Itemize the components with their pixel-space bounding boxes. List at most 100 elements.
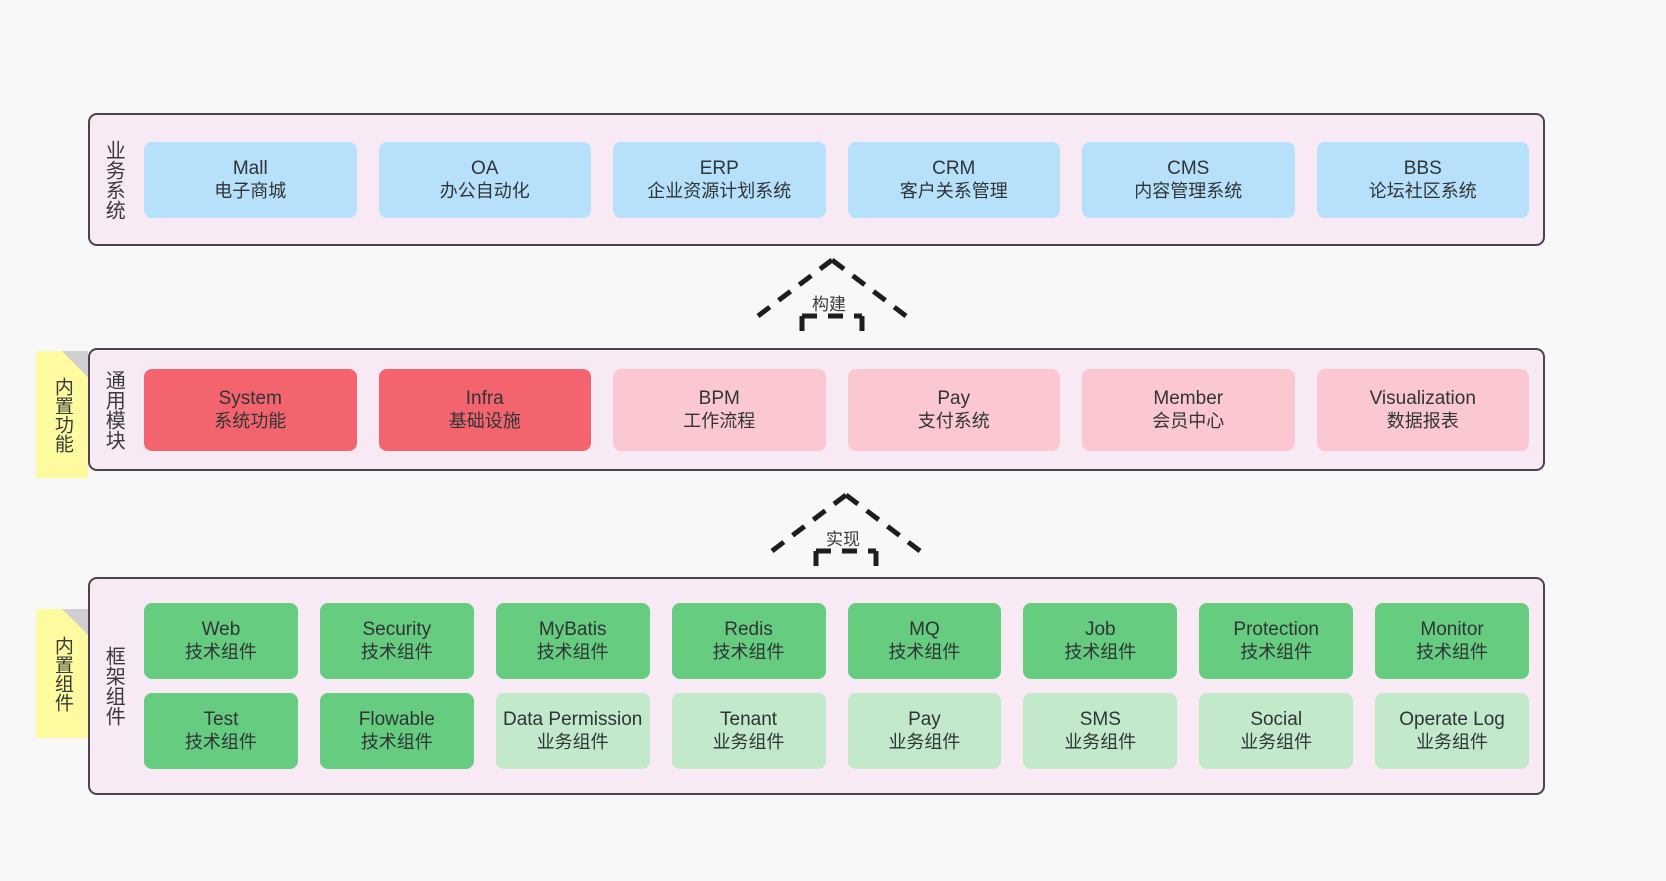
note-fold-corner-icon (62, 609, 88, 635)
node-social[interactable]: Social 业务组件 (1199, 693, 1354, 769)
node-subtitle: 业务组件 (888, 732, 961, 753)
layer-title-framework-component: 框架组件 (102, 646, 125, 726)
node-title: CRM (932, 157, 976, 179)
connector-build-arrow (756, 258, 908, 342)
node-title: Visualization (1369, 387, 1476, 409)
layer-business-system: 业务系统 Mall 电子商城 OA 办公自动化 ERP 企业资源计划系统 CRM… (88, 113, 1545, 246)
node-subtitle: 技术组件 (1240, 642, 1313, 663)
connector-build-label: 构建 (812, 295, 846, 314)
node-job[interactable]: Job 技术组件 (1023, 603, 1178, 679)
node-subtitle: 业务组件 (1064, 732, 1137, 753)
node-mybatis[interactable]: MyBatis 技术组件 (495, 603, 650, 679)
node-test[interactable]: Test 技术组件 (144, 693, 298, 769)
connector-implement-label: 实现 (826, 530, 860, 549)
node-security[interactable]: Security 技术组件 (319, 603, 474, 679)
node-row: Web 技术组件 Security 技术组件 MyBatis 技术组件 Redi… (144, 603, 1529, 679)
node-title: Pay (937, 387, 971, 409)
node-title: MyBatis (538, 619, 607, 641)
node-title: CMS (1167, 157, 1210, 179)
node-subtitle: 业务组件 (536, 732, 609, 753)
node-subtitle: 电子商城 (214, 180, 287, 201)
note-label: 内置功能 (51, 376, 73, 453)
node-subtitle: 技术组件 (1064, 642, 1137, 663)
node-title: BPM (698, 387, 740, 409)
node-cms[interactable]: CMS 内容管理系统 (1082, 141, 1295, 218)
layer-body-framework-component: Web 技术组件 Security 技术组件 MyBatis 技术组件 Redi… (136, 579, 1543, 793)
node-subtitle: 支付系统 (917, 410, 990, 431)
node-subtitle: 技术组件 (1416, 642, 1489, 663)
node-title: Flowable (358, 709, 435, 731)
node-mq[interactable]: MQ 技术组件 (847, 603, 1002, 679)
layer-title-business-system: 业务系统 (102, 139, 125, 220)
node-tenant[interactable]: Tenant 业务组件 (671, 693, 826, 769)
node-operate-log[interactable]: Operate Log 业务组件 (1375, 693, 1529, 769)
node-subtitle: 技术组件 (184, 642, 257, 663)
node-title: SMS (1079, 709, 1121, 731)
node-title: Mall (232, 157, 268, 179)
node-bpm[interactable]: BPM 工作流程 (613, 368, 826, 451)
node-subtitle: 技术组件 (360, 732, 433, 753)
node-mall[interactable]: Mall 电子商城 (144, 141, 357, 218)
node-redis[interactable]: Redis 技术组件 (671, 603, 826, 679)
node-title: System (218, 387, 282, 409)
node-web[interactable]: Web 技术组件 (144, 603, 298, 679)
node-subtitle: 技术组件 (184, 732, 257, 753)
layer-title-common-module: 通用模块 (102, 369, 125, 450)
layer-framework-component: 框架组件 Web 技术组件 Security 技术组件 MyBatis 技术组件… (88, 577, 1545, 795)
node-title: Member (1153, 387, 1224, 409)
node-subtitle: 工作流程 (683, 410, 756, 431)
node-title: BBS (1403, 157, 1442, 179)
note-builtin-component: 内置组件 (36, 609, 88, 738)
node-title: Job (1084, 619, 1116, 641)
node-title: Test (203, 709, 239, 731)
node-title: Social (1250, 709, 1303, 731)
node-system[interactable]: System 系统功能 (144, 368, 357, 451)
node-title: Pay (908, 709, 941, 731)
node-title: Operate Log (1399, 709, 1505, 731)
node-subtitle: 技术组件 (712, 642, 785, 663)
node-subtitle: 技术组件 (536, 642, 609, 663)
node-title: Data Permission (502, 709, 643, 731)
node-erp[interactable]: ERP 企业资源计划系统 (613, 141, 826, 218)
node-subtitle: 论坛社区系统 (1368, 180, 1477, 201)
layer-body-business-system: Mall 电子商城 OA 办公自动化 ERP 企业资源计划系统 CRM 客户关系… (136, 115, 1543, 244)
node-sms[interactable]: SMS 业务组件 (1023, 693, 1178, 769)
node-title: Redis (724, 619, 773, 641)
node-subtitle: 技术组件 (888, 642, 961, 663)
node-subtitle: 技术组件 (360, 642, 433, 663)
node-visualization[interactable]: Visualization 数据报表 (1316, 368, 1529, 451)
node-bbs[interactable]: BBS 论坛社区系统 (1316, 141, 1529, 218)
node-title: Infra (465, 387, 504, 409)
node-row: Mall 电子商城 OA 办公自动化 ERP 企业资源计划系统 CRM 客户关系… (144, 141, 1529, 218)
node-title: Monitor (1420, 619, 1484, 641)
node-pay-biz[interactable]: Pay 业务组件 (847, 693, 1002, 769)
layer-body-common-module: System 系统功能 Infra 基础设施 BPM 工作流程 Pay 支付系统… (136, 350, 1543, 469)
node-title: ERP (699, 157, 739, 179)
note-label: 内置组件 (51, 635, 73, 712)
node-subtitle: 基础设施 (448, 410, 521, 431)
node-subtitle: 客户关系管理 (899, 180, 1008, 201)
node-title: Web (201, 619, 241, 641)
node-pay[interactable]: Pay 支付系统 (847, 368, 1060, 451)
node-subtitle: 会员中心 (1152, 410, 1225, 431)
node-infra[interactable]: Infra 基础设施 (378, 368, 591, 451)
node-subtitle: 业务组件 (712, 732, 785, 753)
node-crm[interactable]: CRM 客户关系管理 (847, 141, 1060, 218)
connector-implement-arrow (770, 493, 922, 577)
node-title: Protection (1233, 619, 1319, 641)
node-protection[interactable]: Protection 技术组件 (1199, 603, 1354, 679)
note-builtin-function: 内置功能 (36, 351, 88, 478)
node-row: System 系统功能 Infra 基础设施 BPM 工作流程 Pay 支付系统… (144, 368, 1529, 451)
node-monitor[interactable]: Monitor 技术组件 (1375, 603, 1529, 679)
node-data-permission[interactable]: Data Permission 业务组件 (495, 693, 650, 769)
node-member[interactable]: Member 会员中心 (1082, 368, 1295, 451)
node-title: MQ (909, 619, 940, 641)
node-flowable[interactable]: Flowable 技术组件 (319, 693, 474, 769)
node-subtitle: 业务组件 (1416, 732, 1489, 753)
node-oa[interactable]: OA 办公自动化 (378, 141, 591, 218)
note-fold-corner-icon (62, 351, 88, 377)
node-title: Tenant (720, 709, 778, 731)
node-title: Security (362, 619, 432, 641)
node-subtitle: 业务组件 (1240, 732, 1313, 753)
